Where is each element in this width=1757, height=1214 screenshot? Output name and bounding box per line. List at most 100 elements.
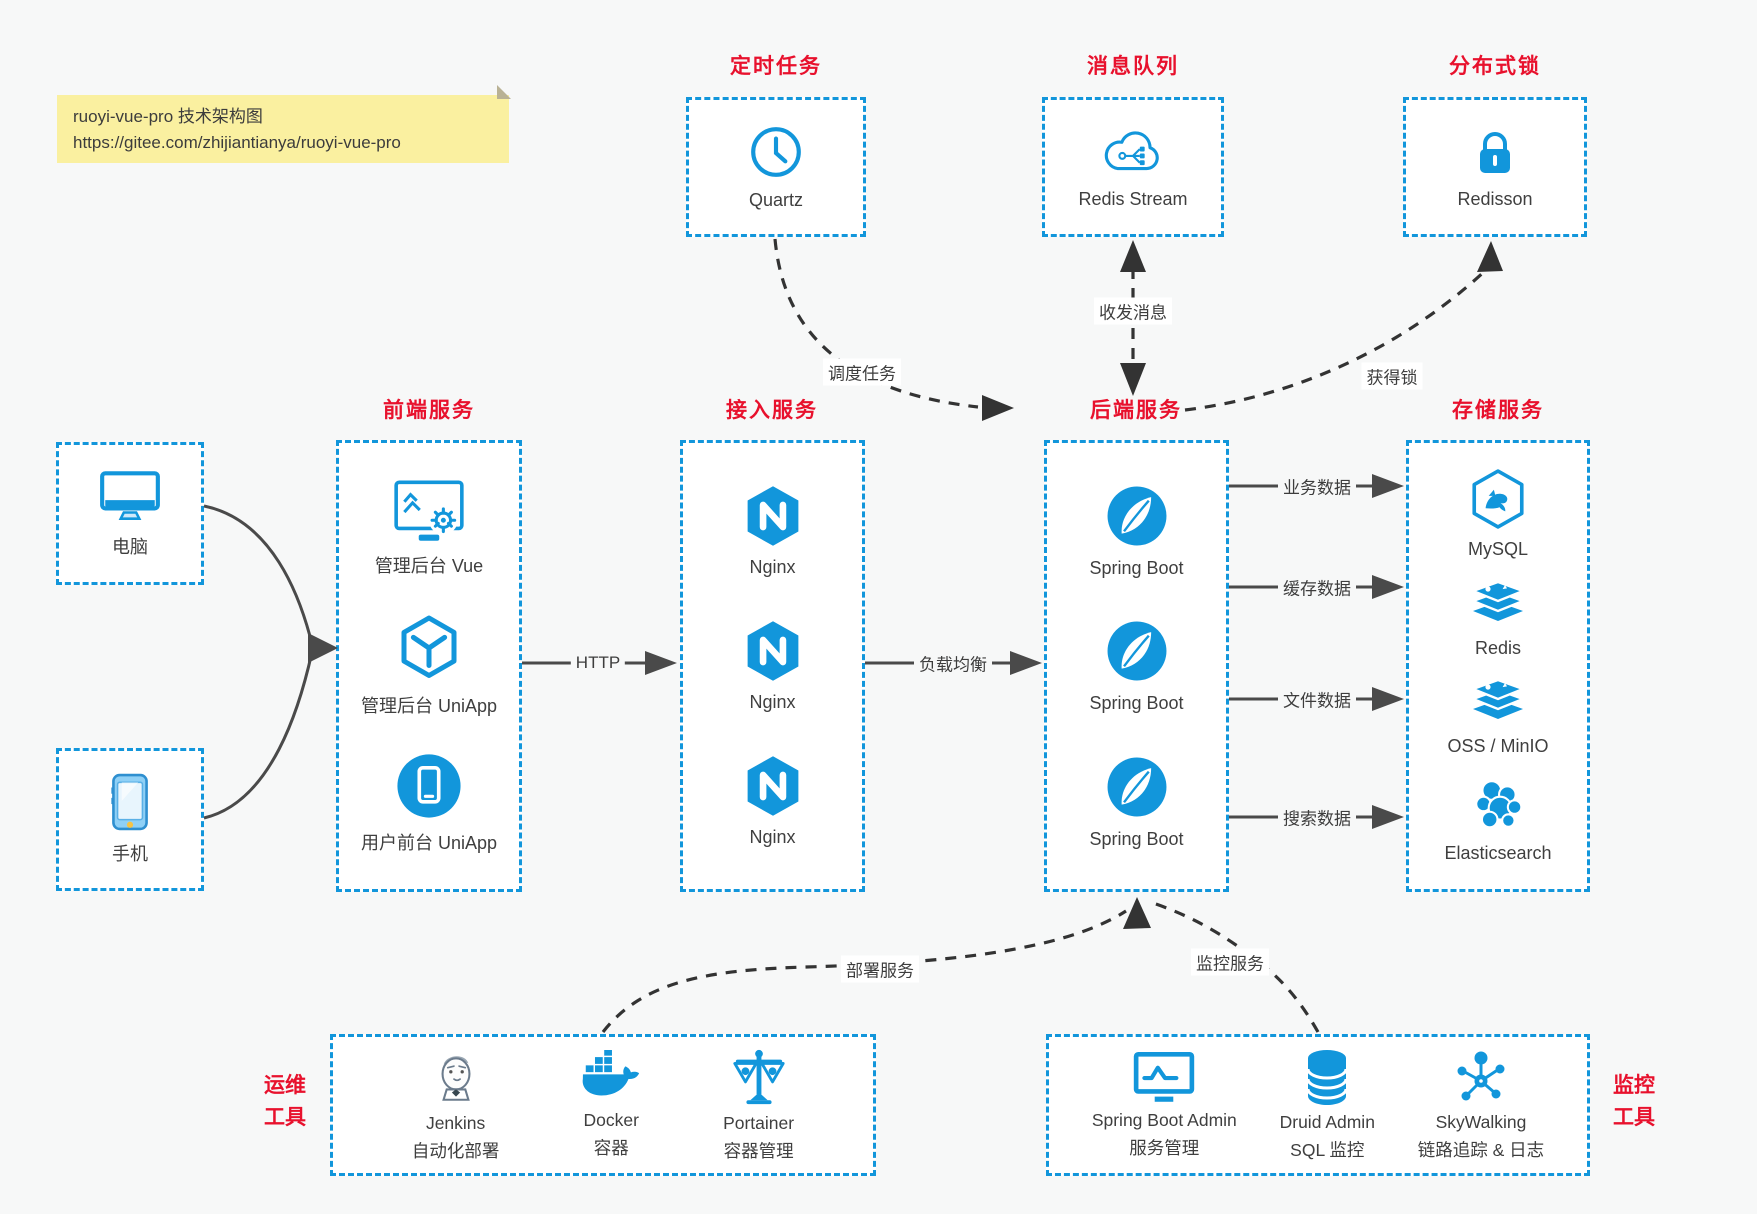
spring-boot-label: Spring Boot — [1089, 828, 1184, 849]
monitor-title-line1: 监控 — [1613, 1074, 1655, 1097]
redisson-label: Redisson — [1457, 189, 1533, 209]
druid-admin-item: Druid Admin SQL 监控 — [1280, 1048, 1375, 1162]
access-box: Nginx Nginx Nginx — [680, 440, 865, 892]
oss-minio-label: OSS / MinIO — [1447, 736, 1549, 757]
note-fold-corner — [497, 85, 511, 99]
redis-item: Redis — [1468, 579, 1528, 659]
file-data-arrowhead — [1372, 687, 1404, 711]
edge-label-cache-data: 缓存数据 — [1278, 573, 1356, 601]
phone-box: 手机 — [56, 748, 204, 891]
monitor-chart-icon — [1134, 1052, 1195, 1103]
ops-title-line2: 工具 — [264, 1105, 306, 1129]
nginx-item: Nginx — [744, 619, 802, 713]
redis-stream-item: Redis Stream — [1078, 124, 1188, 210]
lock-icon — [1479, 132, 1510, 173]
skywalking-name: SkyWalking — [1435, 1112, 1527, 1133]
nginx-item: Nginx — [744, 754, 802, 848]
elasticsearch-icon — [1475, 780, 1523, 829]
group-title-access: 接入服务 — [726, 399, 818, 422]
quartz-box: Quartz — [686, 97, 866, 237]
oss-minio-item: OSS / MinIO — [1447, 677, 1549, 757]
edge-label-file-data: 文件数据 — [1278, 685, 1356, 713]
skywalking-item: SkyWalking 链路追踪 & 日志 — [1418, 1048, 1544, 1162]
admin-uniapp-label: 管理后台 UniApp — [360, 695, 498, 716]
portainer-desc: 容器管理 — [723, 1141, 794, 1161]
jenkins-name: Jenkins — [425, 1113, 486, 1134]
nginx-icon — [747, 486, 798, 546]
smartphone-icon — [111, 773, 148, 831]
portainer-scales-icon — [732, 1050, 785, 1105]
spring-boot-label: Spring Boot — [1089, 693, 1184, 713]
monitor-tools-box: Spring Boot Admin 服务管理 Druid Admin SQL 监… — [1046, 1034, 1590, 1176]
mysql-icon — [1472, 469, 1524, 529]
ops-title-line1: 运维 — [264, 1074, 306, 1097]
redisson-item: Redisson — [1457, 124, 1533, 210]
node-network-icon — [1457, 1051, 1505, 1101]
spring-boot-admin-desc: 服务管理 — [1129, 1138, 1200, 1158]
deploy-monitor-arrowhead — [1123, 897, 1151, 929]
note-title: ruoyi-vue-pro 技术架构图 — [73, 107, 263, 126]
clock-icon — [751, 127, 801, 177]
note-url: https://gitee.com/zhijiantianya/ruoyi-vu… — [73, 133, 401, 153]
group-title-frontend: 前端服务 — [383, 399, 475, 422]
cube-y-icon — [401, 615, 457, 678]
computer-curve — [203, 504, 314, 645]
spring-boot-admin-name: Spring Boot Admin — [1091, 1110, 1237, 1131]
mobile-app-icon — [397, 754, 461, 818]
spring-boot-item: Spring Boot — [1089, 618, 1184, 714]
edge-label-acquire-lock: 获得锁 — [1361, 362, 1423, 390]
load-balance-arrowhead — [1010, 651, 1042, 675]
quartz-item: Quartz — [747, 123, 805, 211]
admin-dashboard-icon — [394, 480, 464, 542]
portainer-name: Portainer — [723, 1113, 795, 1134]
admin-uniapp-item: 管理后台 UniApp — [361, 613, 497, 718]
docker-item: Docker 容器 — [578, 1050, 644, 1160]
quartz-label: Quartz — [748, 190, 804, 210]
phone-item: 手机 — [109, 773, 151, 866]
docker-icon — [582, 1050, 640, 1096]
message-arrowhead-down — [1120, 363, 1146, 396]
nginx-label: Nginx — [749, 557, 796, 577]
elasticsearch-item: Elasticsearch — [1444, 776, 1552, 864]
spring-boot-item: Spring Boot — [1089, 483, 1184, 579]
frontend-box: 管理后台 Vue 管理后台 UniApp 用户前台 UniApp — [336, 440, 522, 892]
spring-boot-icon — [1107, 486, 1166, 545]
docker-desc: 容器 — [593, 1138, 629, 1158]
edge-label-monitor: 监控服务 — [1191, 948, 1269, 976]
storage-box: MySQL Redis OSS / MinIO — [1406, 440, 1590, 892]
spring-boot-item: Spring Boot — [1089, 754, 1184, 850]
nginx-label: Nginx — [749, 692, 796, 712]
business-data-arrowhead — [1372, 474, 1404, 498]
edge-label-search-data: 搜索数据 — [1278, 803, 1356, 831]
acquire-lock-arrowhead — [1477, 241, 1503, 272]
edge-label-business-data: 业务数据 — [1278, 472, 1356, 500]
cloud-stream-icon — [1104, 131, 1159, 171]
message-arrowhead-up — [1120, 240, 1146, 272]
monitor-title-line2: 工具 — [1613, 1105, 1655, 1129]
redisson-box: Redisson — [1403, 97, 1587, 237]
edge-label-message: 收发消息 — [1094, 297, 1172, 325]
user-uniapp-item: 用户前台 UniApp — [361, 752, 497, 855]
oss-stack-icon — [1469, 679, 1527, 720]
redis-stream-box: Redis Stream — [1042, 97, 1224, 237]
redis-stream-label: Redis Stream — [1078, 189, 1188, 209]
ops-tools-box: Jenkins 自动化部署 Docker 容器 — [330, 1034, 876, 1176]
docker-name: Docker — [583, 1110, 639, 1131]
backend-box: Spring Boot Spring Boot Spring Boot — [1044, 440, 1229, 892]
edge-label-load-balance: 负载均衡 — [914, 649, 992, 677]
phone-label: 手机 — [112, 844, 148, 864]
admin-vue-item: 管理后台 Vue — [375, 477, 483, 578]
nginx-icon — [747, 621, 798, 681]
jenkins-icon — [441, 1056, 471, 1102]
spring-boot-label: Spring Boot — [1089, 557, 1184, 578]
spring-boot-icon — [1107, 621, 1166, 681]
jenkins-desc: 自动化部署 — [411, 1141, 500, 1161]
elasticsearch-label: Elasticsearch — [1444, 843, 1552, 864]
computer-label: 电脑 — [112, 537, 148, 557]
database-icon — [1306, 1050, 1348, 1106]
user-uniapp-label: 用户前台 UniApp — [360, 832, 498, 853]
jenkins-item: Jenkins 自动化部署 — [411, 1047, 500, 1163]
redis-stack-icon — [1469, 580, 1527, 621]
mysql-label: MySQL — [1467, 538, 1528, 559]
